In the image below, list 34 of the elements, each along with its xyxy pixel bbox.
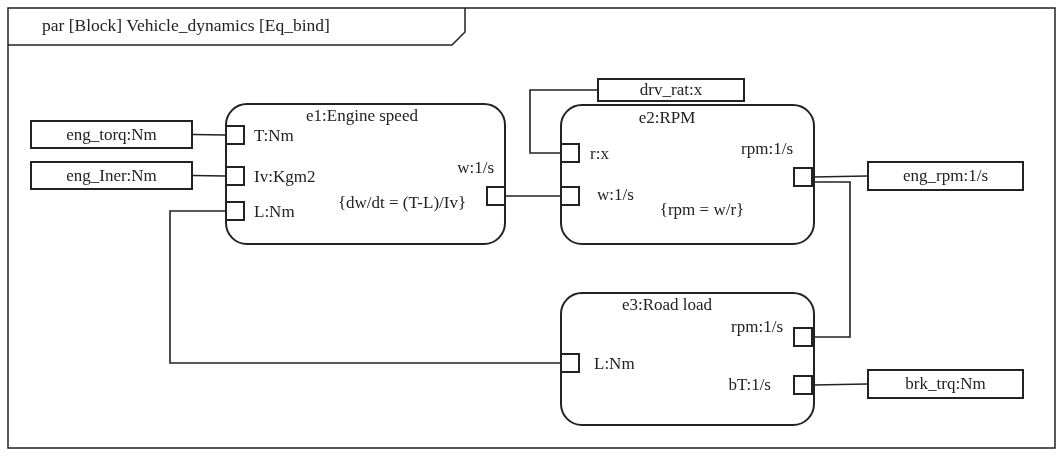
property-label: eng_Iner:Nm xyxy=(65,165,158,186)
connector-line xyxy=(529,89,598,154)
constraint-block xyxy=(225,103,506,245)
port-label: L:Nm xyxy=(254,202,295,222)
port-label: bT:1/s xyxy=(728,375,771,395)
connector-line xyxy=(505,195,561,197)
port-label: w:1/s xyxy=(457,158,494,178)
block-heading: e2:RPM xyxy=(638,108,696,128)
diagram-title: par [Block] Vehicle_dynamics [Eq_bind] xyxy=(42,15,330,35)
constraint-block xyxy=(560,292,815,426)
value-property-box xyxy=(30,120,193,149)
property-label: eng_rpm:1/s xyxy=(902,166,989,186)
port-label: T:Nm xyxy=(254,126,294,146)
property-label: drv_rat:x xyxy=(638,80,704,100)
port-label: rpm:1/s xyxy=(741,139,793,159)
connector-line xyxy=(192,174,226,177)
constraint-equation: {dw/dt = (T-L)/Iv} xyxy=(337,193,467,213)
port-label: r:x xyxy=(590,144,609,164)
port-label: Iv:Kgm2 xyxy=(254,167,316,187)
value-property-box xyxy=(30,161,193,190)
connector-line xyxy=(169,210,561,364)
constraint-equation: {rpm = w/r} xyxy=(659,200,745,220)
constraint-block xyxy=(560,104,815,245)
connector-line xyxy=(192,133,226,136)
value-property-box xyxy=(867,161,1024,191)
block-heading: e1:Engine speed xyxy=(306,106,418,126)
port-label: rpm:1/s xyxy=(731,317,783,337)
block-heading: e3:Road load xyxy=(621,295,713,315)
value-property-box xyxy=(867,369,1024,399)
port-label: L:Nm xyxy=(594,354,635,374)
port-label: w:1/s xyxy=(597,185,634,205)
property-label: eng_torq:Nm xyxy=(65,124,158,145)
property-label: brk_trq:Nm xyxy=(904,374,987,394)
value-property-box xyxy=(597,78,745,102)
